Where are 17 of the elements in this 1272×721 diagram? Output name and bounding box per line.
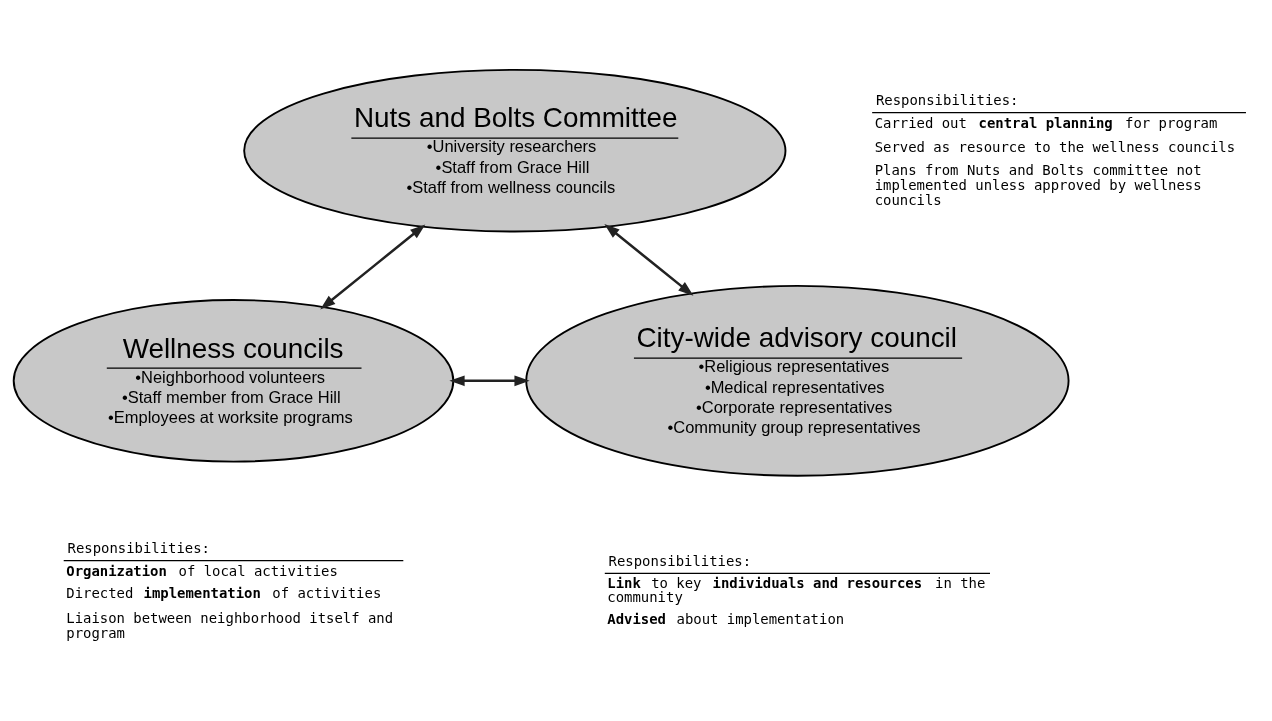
node-label: Responsibilities: (67, 539, 211, 556)
node-ellipse: Nuts and Bolts Committee •University researchers •Staff from Grace Hill •Staff from wellness councils (243, 68, 787, 232)
node-label: Liaison between neighborhood itself and program (66, 609, 394, 641)
node-label: Responsibilities: (608, 552, 752, 569)
node-label: Advised about implementation (607, 610, 845, 627)
node-ellipse: City-wide advisory council •Religious representatives •Medical representatives •Corporate representatives •Community group representatives (525, 284, 1070, 477)
node-label: Responsibilities: (875, 91, 1019, 108)
node-ellipse: Wellness councils •Neighborhood volunteers •Staff member from Grace Hill •Employees at worksite programs (12, 298, 455, 463)
node-label: Directed implementation of activities (66, 584, 382, 601)
arrow (320, 223, 426, 309)
arrow (449, 375, 530, 386)
node-label: Plans from Nuts and Bolts committee not implemented unless approved by wellness councils (874, 161, 1202, 208)
node-label: Organization of local activities (66, 562, 338, 579)
arrow (604, 223, 694, 296)
node-label: Link to key individuals and resources in the community (607, 574, 986, 605)
node-label: Carried out central planning for program (874, 114, 1218, 131)
node-label: Served as resource to the wellness councils (874, 138, 1236, 155)
